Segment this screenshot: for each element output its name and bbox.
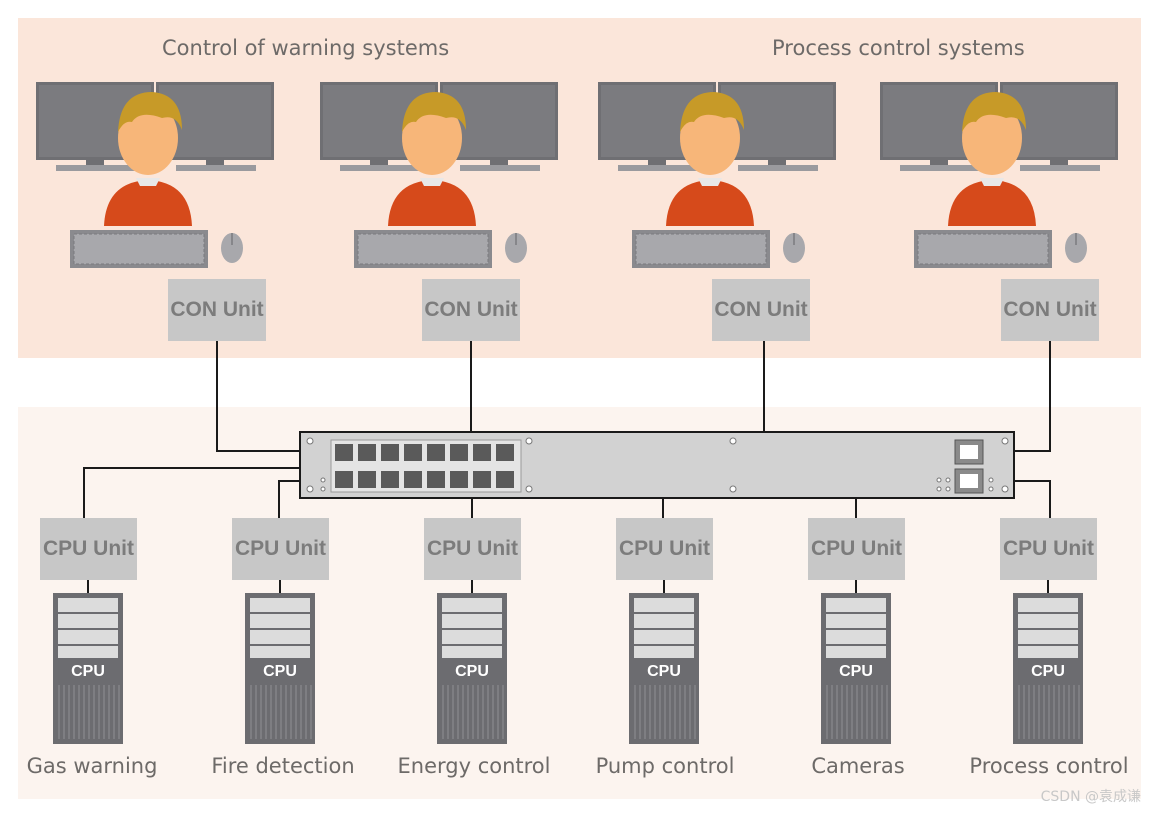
cpu-unit-5: CPU Unit [808, 518, 905, 580]
cpu-unit-3: CPU Unit [424, 518, 521, 580]
label-cameras: Cameras [811, 754, 905, 778]
link-con-1 [216, 341, 299, 452]
link-cpu-1 [83, 467, 299, 518]
server-label: CPU [839, 663, 873, 680]
mouse-icon [221, 233, 243, 263]
keyboard-icon [632, 230, 770, 268]
workstation-2 [320, 80, 560, 270]
header-warning-systems: Control of warning systems [162, 36, 450, 60]
workstation-1 [36, 80, 276, 270]
operator-icon [666, 92, 754, 226]
label-process-control: Process control [969, 754, 1129, 778]
server-tower-icon-2: CPU [245, 593, 315, 744]
mouse-icon [505, 233, 527, 263]
cpu-unit-4: CPU Unit [616, 518, 713, 580]
label-pump-control: Pump control [595, 754, 735, 778]
label-energy-control: Energy control [397, 754, 551, 778]
con-unit-3: CON Unit [712, 279, 810, 341]
con-unit-2: CON Unit [422, 279, 520, 341]
cpu-unit-2: CPU Unit [232, 518, 329, 580]
keyboard-icon [354, 230, 492, 268]
link-cpu-2 [278, 480, 299, 518]
server-tower-icon-5: CPU [821, 593, 891, 744]
operator-icon [104, 92, 192, 226]
header-process-systems: Process control systems [772, 36, 1025, 60]
mouse-icon [783, 233, 805, 263]
link-con-4 [1015, 341, 1051, 452]
con-unit-1: CON Unit [168, 279, 266, 341]
server-label: CPU [71, 663, 105, 680]
keyboard-icon [914, 230, 1052, 268]
operator-icon [948, 92, 1036, 226]
server-tower-icon-6: CPU [1013, 593, 1083, 744]
watermark: CSDN @袁成谦 [1040, 789, 1141, 805]
server-label: CPU [647, 663, 681, 680]
mouse-icon [1065, 233, 1087, 263]
server-tower-icon-4: CPU [629, 593, 699, 744]
server-label: CPU [263, 663, 297, 680]
server-tower-icon-3: CPU [437, 593, 507, 744]
cpu-unit-1: CPU Unit [40, 518, 137, 580]
network-switch-icon [299, 431, 1015, 499]
con-unit-4: CON Unit [1001, 279, 1099, 341]
keyboard-icon [70, 230, 208, 268]
workstation-4 [880, 80, 1120, 270]
link-cpu-6 [1015, 480, 1051, 518]
label-gas-warning: Gas warning [26, 754, 158, 778]
workstation-3 [598, 80, 838, 270]
server-label: CPU [455, 663, 489, 680]
label-fire-detection: Fire detection [211, 754, 355, 778]
operator-icon [388, 92, 476, 226]
server-tower-icon-1: CPU [53, 593, 123, 744]
server-label: CPU [1031, 663, 1065, 680]
cpu-unit-6: CPU Unit [1000, 518, 1097, 580]
